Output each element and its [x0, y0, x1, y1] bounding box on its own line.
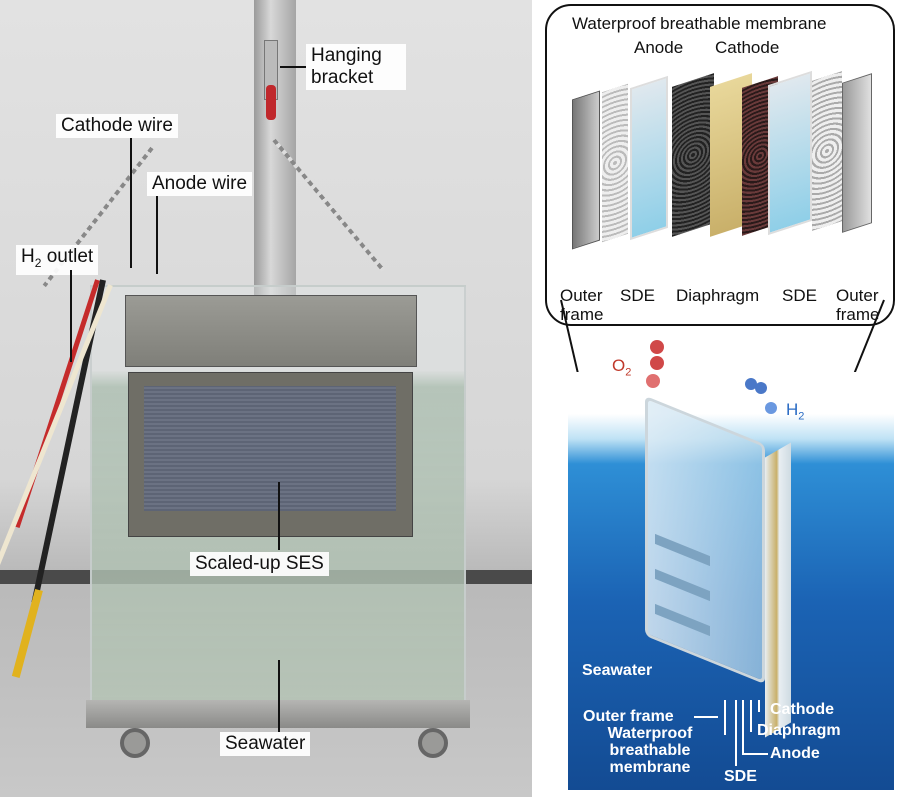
- o2-label: O2: [612, 356, 631, 378]
- label-waterproof-membrane: Waterproof breathable membrane: [572, 14, 827, 33]
- leader-anode-h: [742, 753, 768, 755]
- sde-right-part: [768, 70, 812, 236]
- o2-bubbles-icon: [650, 340, 664, 354]
- leader-anode-wire: [156, 196, 158, 274]
- membrane-right-part: [812, 71, 842, 231]
- wheel-right: [418, 728, 448, 758]
- leader-seawater: [278, 660, 280, 732]
- label-cathode-top: Cathode: [715, 38, 780, 57]
- wheel-left: [120, 728, 150, 758]
- label-cathode-wire: Cathode wire: [56, 114, 178, 138]
- label-scaled-up-ses: Scaled-up SES: [190, 552, 329, 576]
- label-h2-outlet: H2 outlet: [16, 245, 99, 275]
- h2-label: H2: [786, 400, 804, 422]
- label-hanging-bracket: Hanging bracket: [306, 44, 406, 90]
- h2-subscript: 2: [34, 255, 42, 270]
- label-anode-top: Anode: [634, 38, 684, 57]
- leader-cathode: [758, 700, 760, 712]
- label-sde: SDE: [724, 768, 757, 785]
- h2-bubbles-icon: [745, 378, 757, 390]
- red-hook: [266, 85, 276, 120]
- label-membrane: Waterproof breathable membrane: [607, 725, 693, 776]
- leader-sde: [735, 700, 737, 766]
- leader-diaphragm: [750, 700, 752, 732]
- label-diaphragm: Diaphragm: [676, 286, 760, 305]
- label-cathode: Cathode: [770, 701, 834, 718]
- leader-membrane: [724, 700, 726, 735]
- label-sde-right: SDE: [782, 286, 817, 305]
- outlet-text: outlet: [41, 246, 94, 267]
- leader-hanging-bracket: [280, 66, 306, 68]
- label-sde-left: SDE: [620, 286, 655, 305]
- leader-ses: [278, 482, 280, 550]
- label-diaphragm: Diaphragm: [757, 722, 841, 739]
- sde-left-part: [630, 75, 668, 241]
- outer-frame-left-part: [572, 90, 600, 250]
- label-anode-wire: Anode wire: [147, 172, 253, 196]
- label-outer-frame-right: Outer frame: [836, 286, 880, 324]
- label-seawater: Seawater: [220, 732, 311, 756]
- setup-photo: Hanging bracket Cathode wire Anode wire …: [0, 0, 532, 797]
- label-outer-frame: Outer frame: [583, 708, 674, 725]
- leader-h2-outlet: [70, 270, 72, 362]
- leader-cathode-wire: [130, 138, 132, 268]
- label-outer-frame-left: Outer frame: [560, 286, 604, 324]
- module-side: [765, 442, 791, 738]
- o2-text: O: [612, 356, 626, 375]
- ses-mesh: [144, 386, 396, 511]
- leader-outer-frame: [694, 716, 718, 718]
- ses-top-frame: [125, 295, 417, 367]
- anode-part: [672, 73, 714, 237]
- h2-text: H: [21, 246, 35, 267]
- label-seawater-schematic: Seawater: [582, 662, 653, 679]
- membrane-left-part: [602, 83, 628, 243]
- label-anode: Anode: [770, 745, 820, 762]
- leader-anode: [742, 700, 744, 755]
- o2-subscript: 2: [625, 366, 632, 379]
- h2-subscript: 2: [798, 410, 805, 423]
- outer-frame-right-part: [842, 73, 872, 233]
- h2-text: H: [786, 400, 799, 419]
- yellow-cable: [11, 588, 43, 678]
